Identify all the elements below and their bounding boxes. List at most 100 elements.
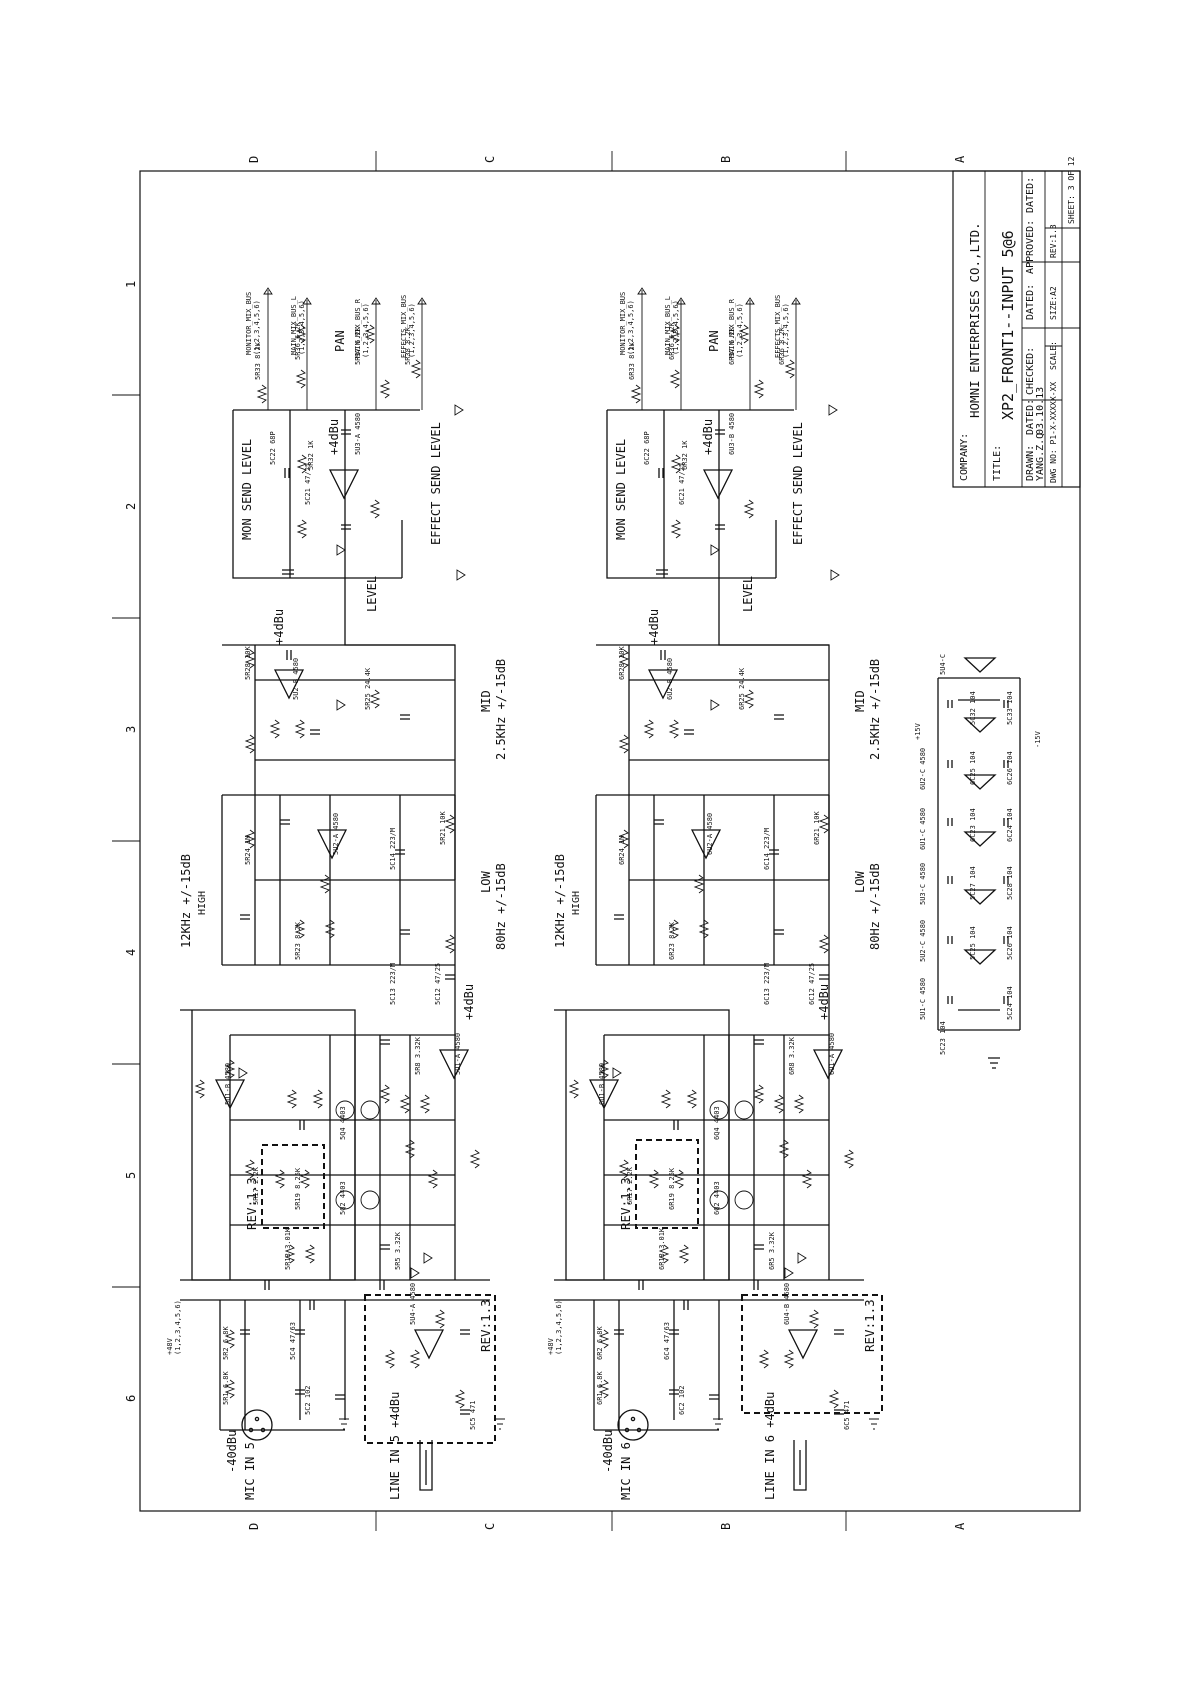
zone-row-c-bottom: C	[483, 1523, 497, 1530]
svg-text:6R19 8.25K: 6R19 8.25K	[668, 1167, 676, 1210]
svg-text:6U1-B 4580: 6U1-B 4580	[598, 1063, 606, 1105]
opamp-5u1b	[214, 1079, 246, 1110]
svg-text:6R37 6.2K: 6R37 6.2K	[728, 326, 736, 365]
main-bus-l-label-6: MAIN_MIX_BUS_L	[664, 296, 672, 355]
high-label: HIGH	[197, 891, 208, 915]
monitor-bus-ref-6: (1,2,3,4,5,6)	[627, 300, 635, 355]
svg-text:5R1 6.8K: 5R1 6.8K	[222, 1370, 230, 1405]
level-label-6: LEVEL	[741, 576, 755, 612]
opamp-5u1a	[438, 1049, 470, 1080]
phantom-label-6: +48V	[547, 1337, 555, 1355]
mic-level-label: -40dBu	[225, 1430, 239, 1473]
sheet-number: SHEET: 3 OF 12	[1067, 156, 1076, 224]
svg-text:6Q2 4403: 6Q2 4403	[713, 1181, 721, 1215]
zone-row-c-top: C	[483, 156, 497, 163]
opamp-5u3a	[328, 469, 360, 500]
power-unit-6: 5U1-C 4580	[919, 978, 927, 1020]
svg-text:5R21 10K: 5R21 10K	[439, 810, 447, 845]
main-bus-l-label: MAIN_MIX_BUS_L	[290, 296, 298, 355]
drawn-label: DRAWN:	[1025, 445, 1036, 481]
level-label: LEVEL	[365, 576, 379, 612]
channel-6: MONITOR_MIX_BUS (1,2,3,4,5,6) MAIN_MIX_B…	[547, 287, 883, 1500]
svg-text:6R36 8.2K: 6R36 8.2K	[778, 326, 786, 365]
drawn-by: YANG.Z.Q	[1035, 433, 1046, 481]
monitor-bus-label: MONITOR_MIX_BUS	[245, 292, 253, 355]
phantom-ref-6: (1,2,3,4,5,6)	[555, 1300, 563, 1355]
opamp-5u2b	[273, 669, 305, 700]
rev-note-6: REV:1.3	[618, 1177, 633, 1230]
svg-text:6R23 8.2K: 6R23 8.2K	[668, 921, 676, 960]
svg-text:6R25 24.4K: 6R25 24.4K	[738, 667, 746, 710]
power-unit-2: 6U2-C 4580	[919, 748, 927, 790]
svg-text:5R25 24.4K: 5R25 24.4K	[364, 667, 372, 710]
effects-bus-ref-6: (1,2,3,4,5,6)	[782, 303, 790, 358]
svg-text:6C5 471: 6C5 471	[843, 1400, 851, 1430]
power-unit-1: 5U4-C	[939, 654, 947, 675]
main-bus-r-label-6: MAIN_MIX_BUS_R	[728, 298, 736, 358]
approved-label: APPROVED:	[1025, 220, 1036, 274]
rev-value: REV:1.3	[1049, 224, 1058, 258]
svg-text:5C13 223/M: 5C13 223/M	[389, 963, 397, 1005]
gain-node-1: +4dBu	[327, 419, 341, 455]
zone-row-b-bottom: B	[719, 1523, 733, 1530]
svg-text:6R1 6.8K: 6R1 6.8K	[596, 1370, 604, 1405]
main-bus-l-ref: (1,2,3,4,5,6)	[298, 300, 306, 355]
svg-text:6R2 6.8K: 6R2 6.8K	[596, 1325, 604, 1360]
svg-text:5C22 68P: 5C22 68P	[269, 431, 277, 465]
effect-send-label: EFFECT SEND LEVEL	[429, 422, 443, 545]
drawing-frame	[139, 170, 1081, 1512]
zone-col-3: 3	[124, 726, 138, 733]
svg-text:5R19 8.25K: 5R19 8.25K	[294, 1167, 302, 1210]
mic-in-label-6: MIC IN 6	[619, 1442, 633, 1500]
power-cap-11: 5C24 104	[1006, 986, 1014, 1020]
svg-text:5R37 6.2K: 5R37 6.2K	[354, 326, 362, 365]
svg-text:5R8 3.32K: 5R8 3.32K	[414, 1036, 422, 1075]
power-cap-3: 6C26 104	[1006, 751, 1014, 785]
svg-text:6C2 102: 6C2 102	[678, 1385, 686, 1415]
mon-send-label-6: MON SEND LEVEL	[614, 439, 628, 540]
zone-col-1: 1	[124, 281, 138, 288]
rev-box-1-6	[635, 1139, 699, 1229]
svg-text:6U3-B 4580: 6U3-B 4580	[728, 413, 736, 455]
power-cap-7: 5C27 104	[969, 866, 977, 900]
rev-note: REV:1.3	[244, 1177, 259, 1230]
svg-text:6R24 1M: 6R24 1M	[618, 835, 626, 865]
zone-row-d-top: D	[247, 156, 261, 163]
svg-text:6U2-A 4580: 6U2-A 4580	[706, 813, 714, 855]
zone-row-b-top: B	[719, 156, 733, 163]
opamp-6u1a	[812, 1049, 844, 1080]
svg-text:5R32 1K: 5R32 1K	[307, 440, 315, 470]
low-label-6: LOW	[853, 871, 867, 893]
dated-label-2: DATED:	[1025, 284, 1036, 320]
zone-row-a-bottom: A	[953, 1522, 967, 1530]
dated-label-3: DATED:	[1025, 177, 1036, 213]
dwg-number: DWG NO: P1-X-XXXXX-XX	[1049, 382, 1058, 483]
opamp-6u1b	[588, 1079, 620, 1110]
svg-text:5C5 471: 5C5 471	[469, 1400, 477, 1430]
gain-node-3-6: +4dBu	[817, 984, 831, 1020]
svg-text:5U2-A 4580: 5U2-A 4580	[332, 813, 340, 855]
svg-text:6R5 3.32K: 6R5 3.32K	[768, 1231, 776, 1270]
opamp-6u3b	[702, 469, 734, 500]
svg-text:6R17 2.2K: 6R17 2.2K	[626, 1166, 634, 1205]
zone-col-4: 4	[124, 949, 138, 956]
gain-node-2: +4dBu	[272, 609, 286, 645]
zone-col-6: 6	[124, 1395, 138, 1402]
svg-text:6U1-A 4580: 6U1-A 4580	[828, 1033, 836, 1075]
power-cap-2: 5C33 104	[1006, 691, 1014, 725]
svg-text:5C4 47/63: 5C4 47/63	[289, 1322, 297, 1360]
line-in-label-6: LINE IN 6 +4dBu	[763, 1392, 777, 1500]
opamp-5u4a	[413, 1329, 445, 1360]
svg-text:6U4-B 4580: 6U4-B 4580	[783, 1283, 791, 1325]
low-label: LOW	[479, 871, 493, 893]
svg-text:5R13 3.01K: 5R13 3.01K	[284, 1227, 292, 1270]
rev-box-2	[364, 1294, 496, 1444]
opamp-5u2a	[316, 829, 348, 860]
svg-text:5R23 8.2K: 5R23 8.2K	[294, 921, 302, 960]
line-jack-5j2	[419, 1440, 433, 1491]
line-in-label: LINE IN 5 +4dBu	[388, 1392, 402, 1500]
opamp-6u2a	[690, 829, 722, 860]
mid-freq-label-6: 2.5KHz +/-15dB	[868, 659, 882, 760]
svg-text:5Q2 4403: 5Q2 4403	[339, 1181, 347, 1215]
svg-text:6C22 68P: 6C22 68P	[643, 431, 651, 465]
